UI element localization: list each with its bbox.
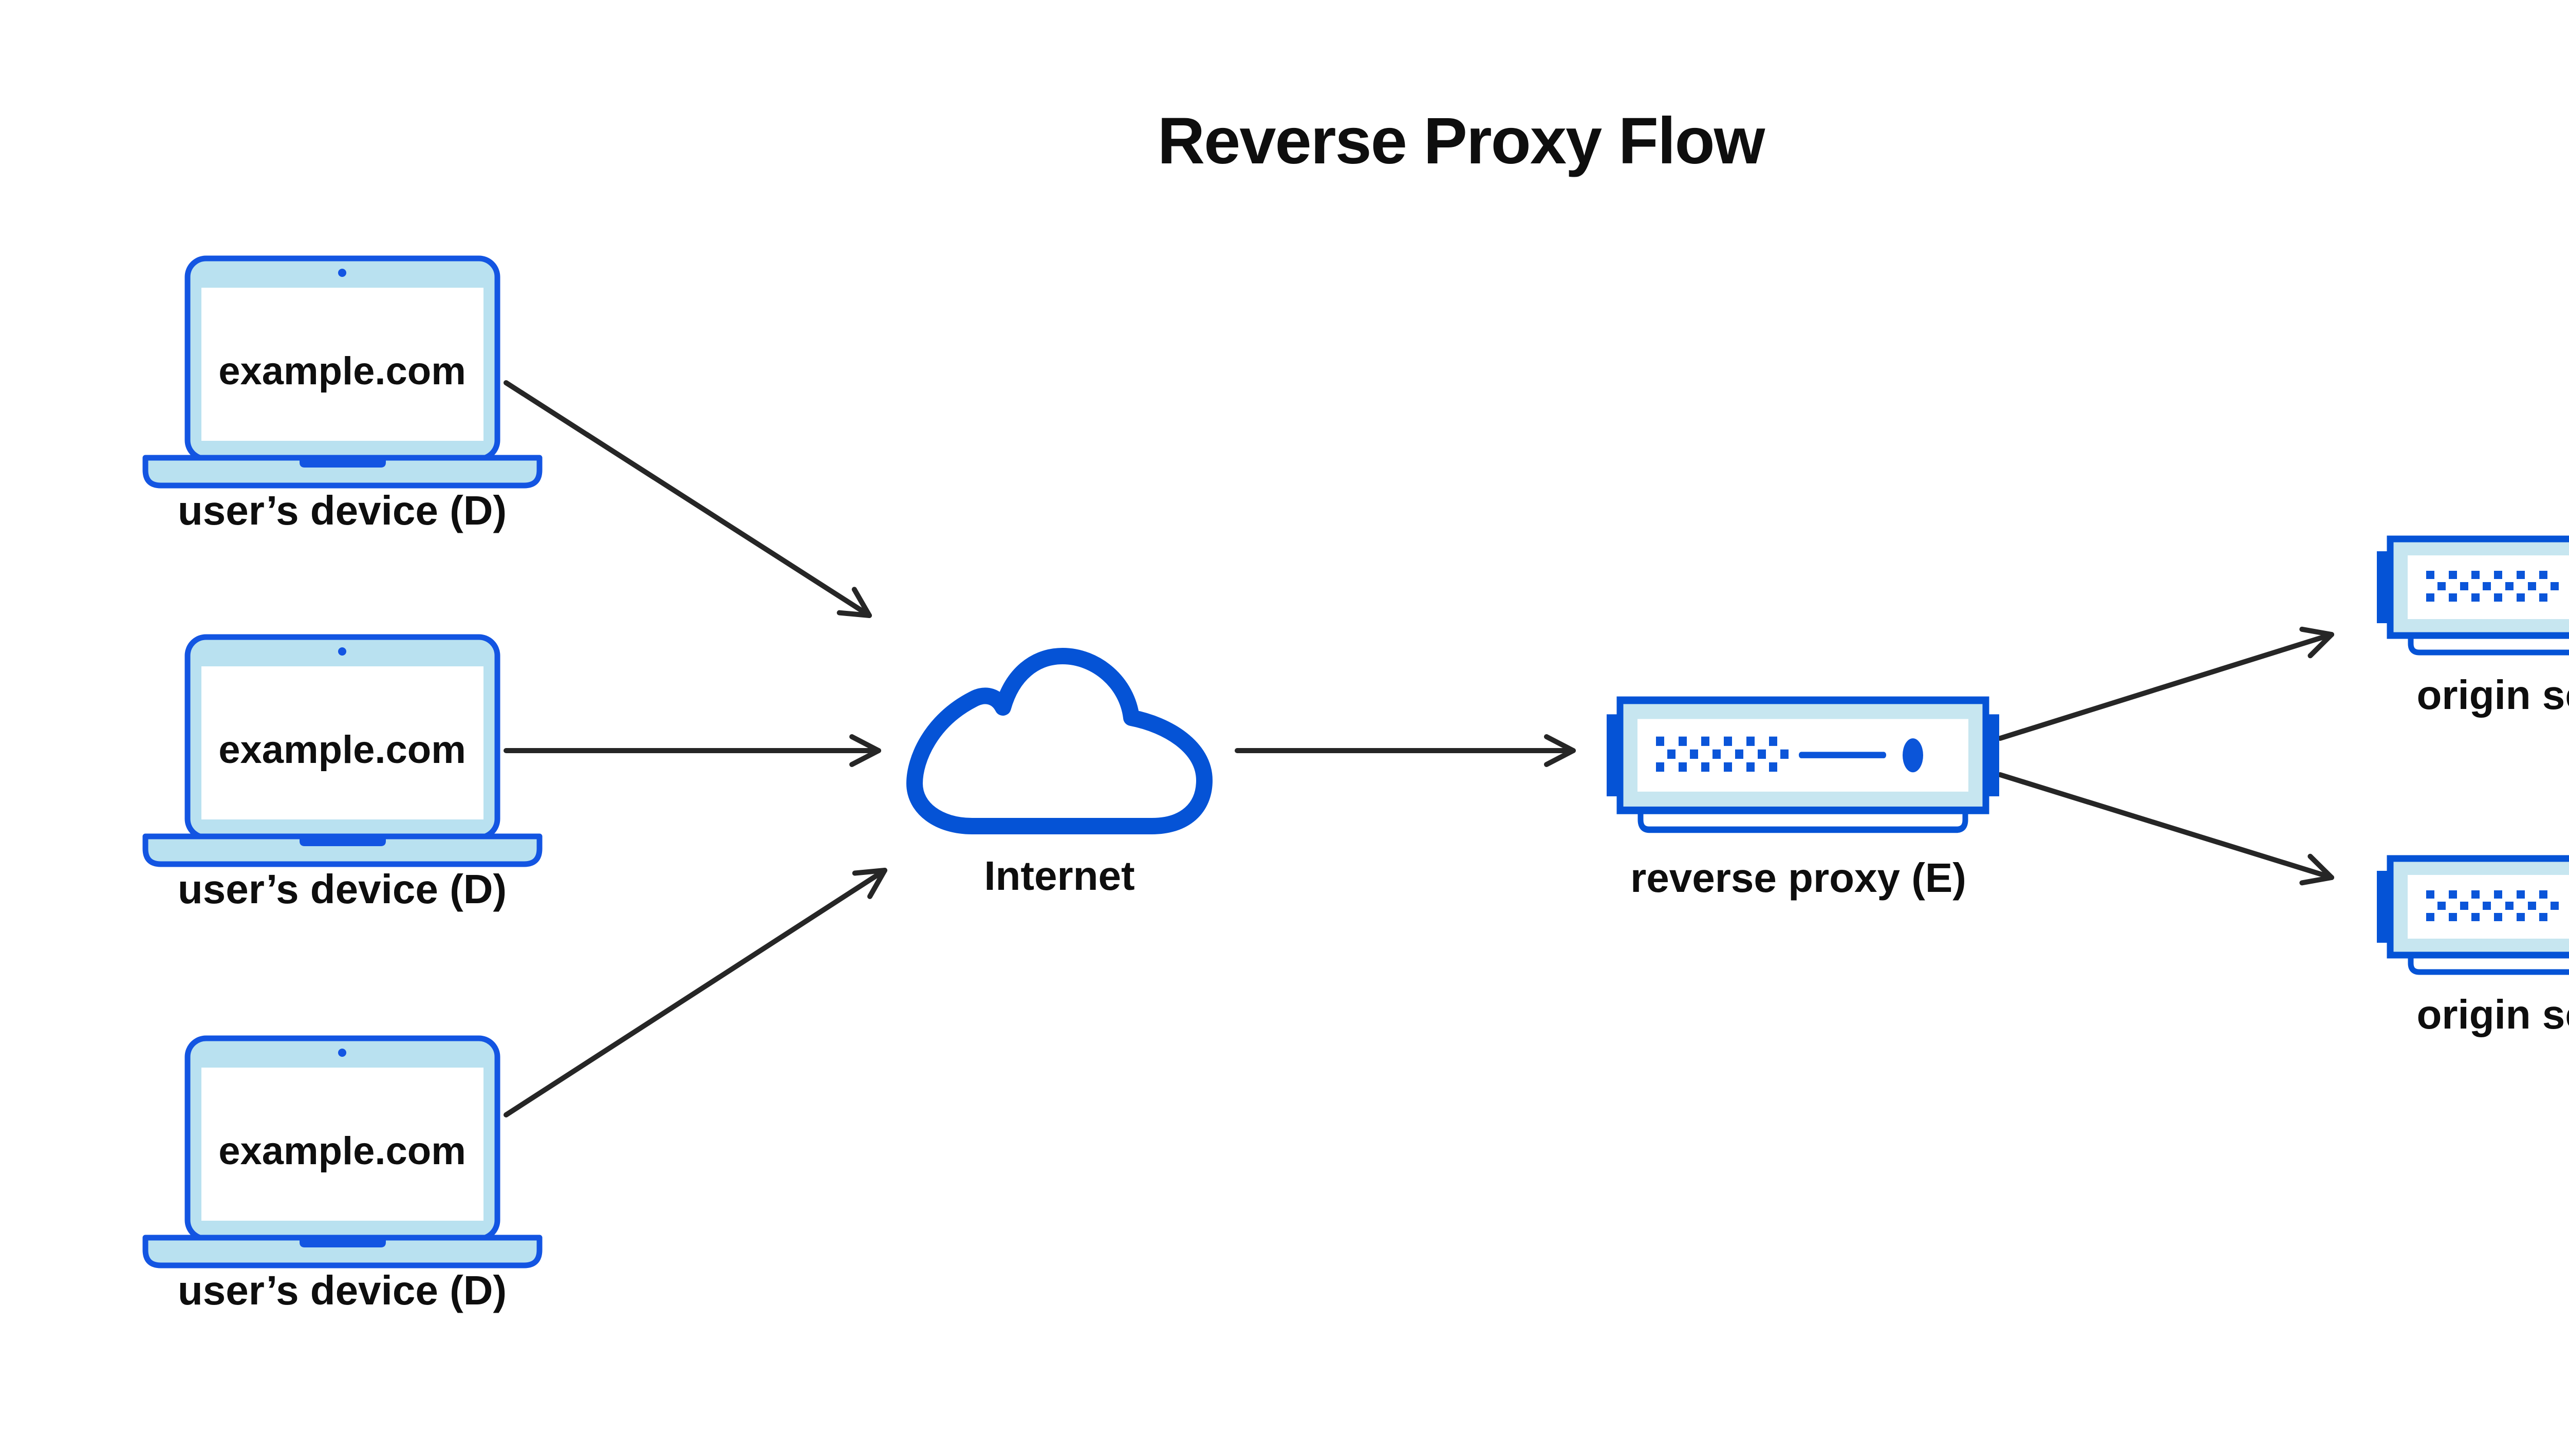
internet-label: Internet — [984, 853, 1134, 899]
arrow-device1-to-internet — [504, 380, 872, 618]
flow-arrows — [504, 380, 2334, 1117]
reverse-proxy-icon — [1607, 700, 1999, 830]
device3-label: user’s device (D) — [178, 1267, 507, 1313]
arrow-proxy-to-origin2 — [1998, 772, 2334, 886]
device2-label: user’s device (D) — [178, 866, 507, 912]
page-title: Reverse Proxy Flow — [1158, 104, 1765, 178]
device1-label: user’s device (D) — [178, 488, 507, 533]
origin-server-icon — [2377, 539, 2569, 652]
cloud-icon — [906, 648, 1213, 834]
node-reverse-proxy: reverse proxy (E) — [1607, 700, 1999, 901]
node-user-device-3: example.com user’s device (D) — [145, 1038, 539, 1313]
origin-server-icon — [2377, 858, 2569, 972]
device1-screen-text: example.com — [218, 349, 466, 393]
node-internet: Internet — [906, 648, 1213, 899]
reverse-proxy-label: reverse proxy (E) — [1630, 855, 1966, 901]
origin-server2-label: origin server (F) — [2416, 992, 2569, 1037]
device3-screen-text: example.com — [218, 1129, 466, 1173]
node-origin-server-2: origin server (F) — [2377, 858, 2569, 1037]
arrow-proxy-to-origin1 — [1998, 626, 2334, 741]
node-user-device-1: example.com user’s device (D) — [145, 258, 539, 533]
node-origin-server-1: origin server (F) — [2377, 539, 2569, 718]
node-user-device-2: example.com user’s device (D) — [145, 637, 539, 912]
arrow-device3-to-internet — [504, 868, 887, 1117]
origin-server1-label: origin server (F) — [2416, 672, 2569, 718]
device2-screen-text: example.com — [218, 728, 466, 772]
